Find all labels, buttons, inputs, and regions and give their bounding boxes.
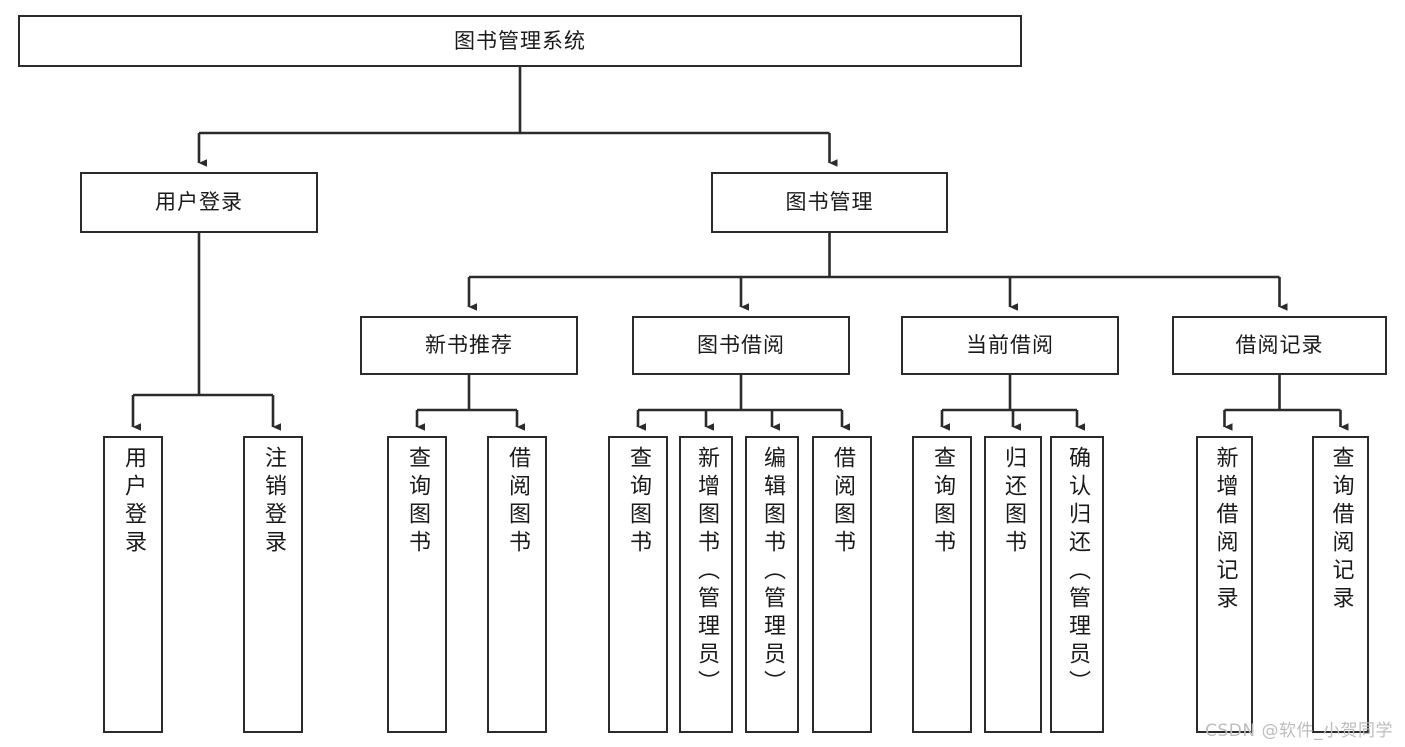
node-label: 图书借阅 (697, 333, 785, 358)
node-label: 借阅记录 (1235, 333, 1324, 358)
node-label: 查询图书 (405, 446, 430, 558)
node-leaf-11[interactable]: 确认归还（管理员） (1050, 436, 1104, 733)
node-label: 归还图书 (1001, 446, 1026, 558)
node-label: 查询图书 (626, 446, 651, 558)
node-leaf-13[interactable]: 查询借阅记录 (1312, 436, 1369, 733)
node-borrow-log[interactable]: 借阅记录 (1172, 316, 1387, 375)
node-label: 图书管理 (785, 190, 874, 215)
node-label: 用户登录 (121, 446, 146, 558)
node-label: 用户登录 (155, 190, 243, 215)
node-label: 查询借阅记录 (1328, 446, 1354, 614)
node-label: 新书推荐 (425, 333, 513, 358)
node-label: 注销登录 (261, 446, 286, 558)
node-new-book-rec[interactable]: 新书推荐 (360, 316, 578, 375)
node-leaf-4[interactable]: 借阅图书 (487, 436, 547, 733)
node-cur-borrow[interactable]: 当前借阅 (901, 316, 1119, 375)
node-leaf-12[interactable]: 新增借阅记录 (1196, 436, 1253, 733)
node-label: 新增图书（管理员） (694, 446, 719, 698)
node-leaf-8[interactable]: 借阅图书 (812, 436, 872, 733)
edge-group (131, 67, 1349, 431)
node-leaf-5[interactable]: 查询图书 (608, 436, 668, 733)
node-label: 编辑图书（管理员） (760, 446, 785, 698)
node-root[interactable]: 图书管理系统 (18, 15, 1022, 67)
node-book-manage[interactable]: 图书管理 (711, 172, 948, 233)
node-label: 借阅图书 (505, 446, 530, 558)
node-leaf-2[interactable]: 注销登录 (243, 436, 303, 733)
node-label: 查询图书 (930, 446, 955, 558)
node-leaf-10[interactable]: 归还图书 (984, 436, 1042, 733)
node-label: 新增借阅记录 (1212, 446, 1238, 614)
node-label: 当前借阅 (966, 333, 1054, 358)
node-leaf-6[interactable]: 新增图书（管理员） (679, 436, 733, 733)
node-user-login[interactable]: 用户登录 (80, 172, 318, 233)
node-leaf-9[interactable]: 查询图书 (912, 436, 972, 733)
node-label: 图书管理系统 (454, 28, 586, 53)
node-label: 借阅图书 (830, 446, 855, 558)
node-label: 确认归还（管理员） (1065, 446, 1090, 698)
node-book-borrow[interactable]: 图书借阅 (632, 316, 850, 375)
node-leaf-3[interactable]: 查询图书 (387, 436, 447, 733)
node-leaf-7[interactable]: 编辑图书（管理员） (745, 436, 799, 733)
node-leaf-1[interactable]: 用户登录 (103, 436, 163, 733)
